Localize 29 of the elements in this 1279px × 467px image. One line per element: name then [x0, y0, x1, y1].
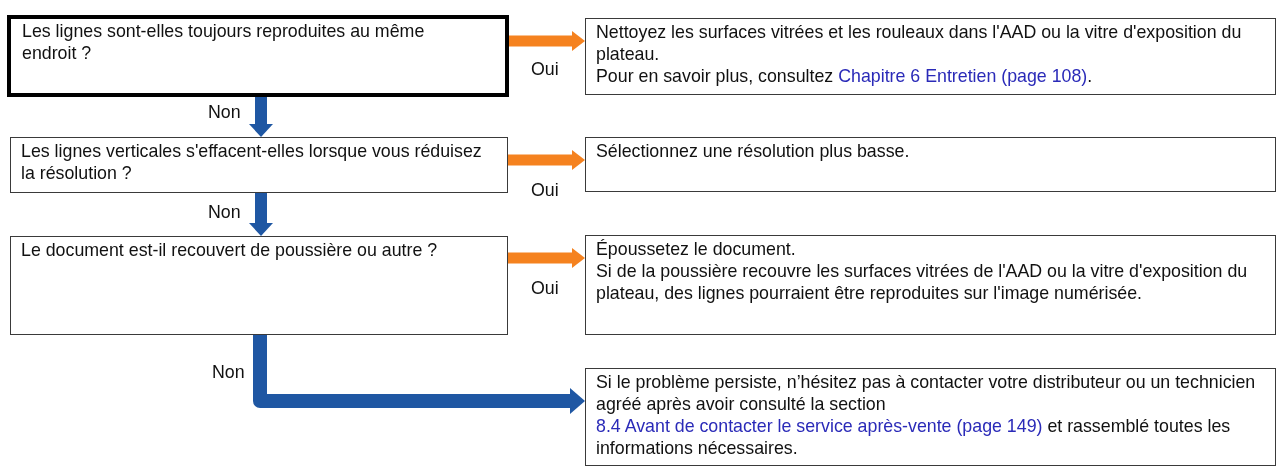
answer-box	[585, 18, 1276, 95]
question-box	[7, 15, 509, 97]
answer-box	[585, 235, 1276, 335]
edge-label: Non	[208, 103, 241, 121]
question-box	[10, 236, 508, 335]
question-text: Les lignes sont-elles toujours reproduites au même endroit ?	[22, 20, 426, 64]
edge-label: Non	[208, 203, 241, 221]
arrow	[509, 31, 585, 51]
instruction-text: Si de la poussière recouvre les surfaces vitrées de l'AAD ou la vitre d'exposition du plateau, des lignes pourraient être reproduites sur l'image numérisée.	[596, 260, 1249, 304]
arrow	[253, 335, 585, 414]
question-text: Le document est-il recouvert de poussière ou autre ?	[21, 239, 439, 261]
edge-label: Oui	[531, 279, 559, 297]
instruction-text: Nettoyez les surfaces vitrées et les rouleaux dans l'AAD ou la vitre d'exposition du plateau.	[596, 21, 1243, 65]
arrow	[508, 248, 585, 268]
instruction-text: Pour en savoir plus, consultez Chapitre 6 Entretien (page 108).	[596, 65, 1094, 87]
edge-label: Oui	[531, 60, 559, 78]
page-link: Chapitre 6 Entretien (page 108)	[838, 66, 1088, 86]
arrow	[249, 97, 273, 137]
page-link: 8.4 Avant de contacter le service après-vente (page 149)	[596, 416, 1043, 436]
question-box	[10, 137, 508, 193]
answer-box	[585, 137, 1276, 192]
edge-label: Oui	[531, 181, 559, 199]
instruction-text: Sélectionnez une résolution plus basse.	[596, 140, 911, 162]
edge-label: Non	[212, 363, 245, 381]
arrow	[508, 150, 585, 170]
arrow	[249, 193, 273, 236]
question-text: Les lignes verticales s'effacent-elles lorsque vous réduisez la résolution ?	[21, 140, 483, 184]
instruction-text: Époussetez le document.	[596, 238, 797, 260]
instruction-text: Si le problème persiste, n’hésitez pas à contacter votre distributeur ou un technicien agréé après avoir consulté la section 8.4 Avant de contacter le service après-vente (page 149) et rassemblé toutes les informations nécessaires.	[596, 371, 1257, 459]
